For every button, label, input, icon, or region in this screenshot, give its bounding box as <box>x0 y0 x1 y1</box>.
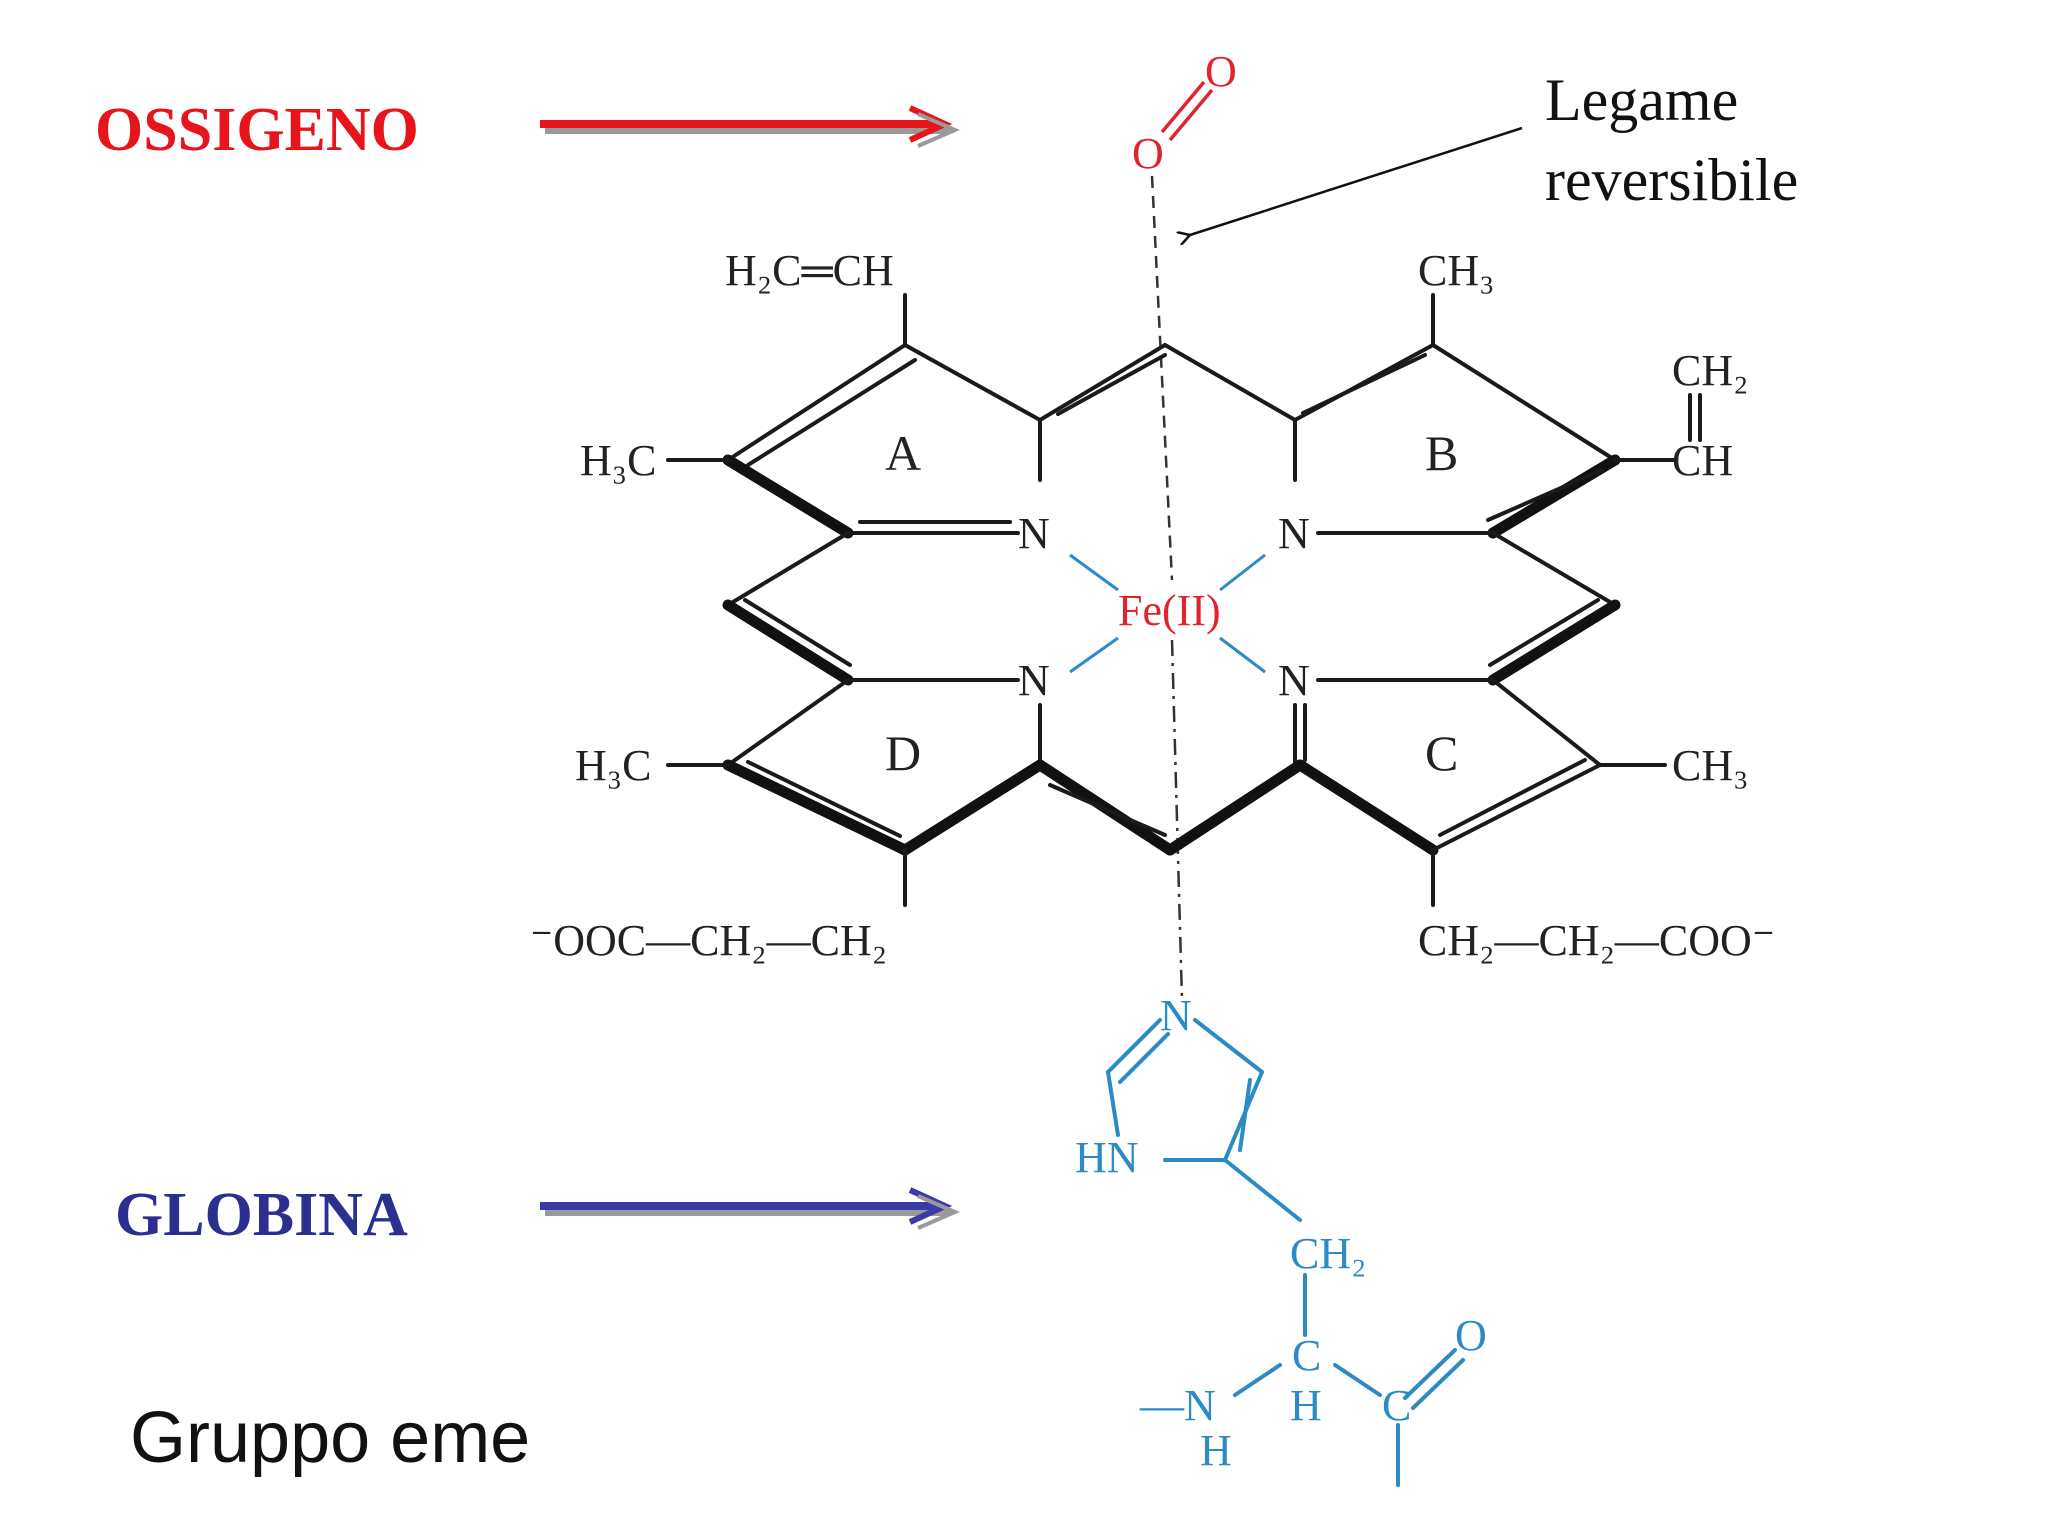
methyl-ring-c: CH₃ <box>1672 741 1748 790</box>
histidine-carbonyl-o: O <box>1455 1311 1487 1360</box>
substituents <box>666 293 1702 907</box>
o2-bottom-atom: O <box>1132 129 1164 178</box>
axial-dash-bottom <box>1170 639 1184 1001</box>
methyl-ring-d: H₃C <box>575 741 651 790</box>
iron-center: Fe(II) <box>1118 586 1221 635</box>
methyl-ring-b-top: CH₃ <box>1418 246 1494 295</box>
histidine-backbone-h: H <box>1200 1426 1232 1475</box>
globin-arrow <box>540 1187 961 1230</box>
vinyl-ring-b-ch2: CH₂ <box>1672 346 1748 395</box>
oxygen-molecule: O O <box>1132 47 1237 178</box>
nitrogen-b: N <box>1278 509 1310 558</box>
nitrogen-c: N <box>1278 656 1310 705</box>
ring-label-a: A <box>885 425 921 481</box>
histidine-n: N <box>1160 991 1192 1040</box>
fe-coordination-bonds <box>1069 553 1266 674</box>
globin-label: GLOBINA <box>115 1181 408 1249</box>
reversible-bond-note-line2: reversibile <box>1545 147 1798 213</box>
nitrogen-a: N <box>1018 509 1050 558</box>
vinyl-ring-a: H₂C═CH <box>725 246 894 295</box>
porphyrin-ring <box>722 343 1621 856</box>
propionate-right: CH₂—CH₂—COO⁻ <box>1418 916 1775 965</box>
methyl-ring-a: H₃C <box>580 436 656 485</box>
histidine-residue <box>1106 1018 1465 1487</box>
ring-label-b: B <box>1425 425 1458 481</box>
ring-label-d: D <box>885 725 921 781</box>
reversible-bond-pointer <box>1190 126 1523 235</box>
ring-label-c: C <box>1425 725 1458 781</box>
oxygen-arrow <box>540 105 961 148</box>
histidine-alpha-h: H <box>1290 1381 1322 1430</box>
histidine-hn: HN <box>1075 1133 1139 1182</box>
vinyl-ring-b-ch: CH <box>1672 436 1733 485</box>
histidine-alpha-c: C <box>1292 1331 1321 1380</box>
axial-dash-top <box>1150 175 1174 581</box>
histidine-backbone-n: —N <box>1139 1381 1216 1430</box>
nitrogen-d: N <box>1018 656 1050 705</box>
o2-top-atom: O <box>1205 47 1237 96</box>
propionate-left: ⁻OOC—CH₂—CH₂ <box>530 916 887 965</box>
histidine-ch2: CH₂ <box>1290 1229 1366 1278</box>
reversible-bond-note-line1: Legame <box>1545 67 1738 133</box>
histidine-carbonyl-c: C <box>1382 1381 1411 1430</box>
oxygen-label: OSSIGENO <box>95 96 419 164</box>
caption: Gruppo eme <box>130 1398 530 1478</box>
